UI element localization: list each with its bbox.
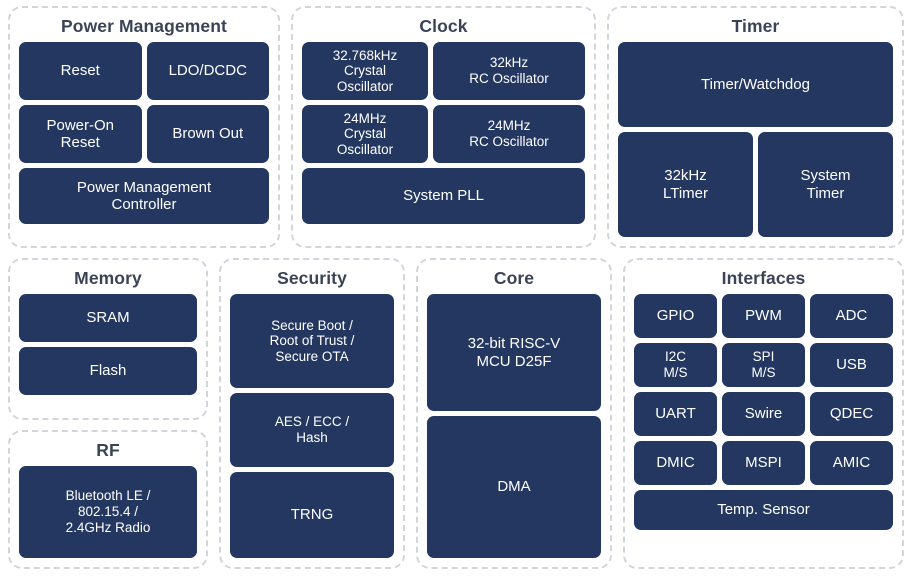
group-interfaces: Interfaces GPIO PWM ADC I2C M/S SPI M/S … (623, 258, 904, 569)
group-clock: Clock 32.768kHz Crystal Oscillator 32kHz… (291, 6, 596, 248)
block-amic[interactable]: AMIC (810, 441, 893, 486)
group-memory: Memory SRAM Flash (8, 258, 208, 420)
block-adc[interactable]: ADC (810, 294, 893, 339)
block-32khz-ltimer[interactable]: 32kHz LTimer (618, 132, 753, 237)
group-timer: Timer Timer/Watchdog 32kHz LTimer System… (607, 6, 904, 248)
block-ldo-dcdc[interactable]: LDO/DCDC (146, 42, 269, 101)
block-spi-ms[interactable]: SPI M/S (722, 343, 805, 388)
group-body-timer: Timer/Watchdog 32kHz LTimer System Timer (618, 42, 893, 237)
block-uart[interactable]: UART (634, 392, 717, 437)
group-body-power-management: Reset LDO/DCDC Power-On Reset Brown Out … (19, 42, 269, 237)
block-qdec[interactable]: QDEC (810, 392, 893, 437)
diagram-row-top: Power Management Reset LDO/DCDC Power-On… (8, 6, 904, 248)
group-title-clock: Clock (419, 16, 468, 36)
block-system-timer[interactable]: System Timer (758, 132, 893, 237)
group-title-timer: Timer (731, 16, 780, 36)
block-temp-sensor[interactable]: Temp. Sensor (634, 490, 893, 531)
group-core: Core 32-bit RISC-V MCU D25F DMA (416, 258, 612, 569)
block-32-bit-risc-v-mcu-d25f[interactable]: 32-bit RISC-V MCU D25F (427, 294, 601, 412)
block-trng[interactable]: TRNG (230, 472, 394, 558)
block-timer-watchdog[interactable]: Timer/Watchdog (618, 42, 893, 128)
block-sram[interactable]: SRAM (19, 294, 197, 343)
diagram-column-memory-rf: Memory SRAM Flash RF Bluetooth LE / 802.… (8, 258, 208, 569)
block-system-pll[interactable]: System PLL (302, 168, 585, 225)
group-body-clock: 32.768kHz Crystal Oscillator 32kHz RC Os… (302, 42, 585, 237)
group-body-core: 32-bit RISC-V MCU D25F DMA (427, 294, 601, 558)
block-gpio[interactable]: GPIO (634, 294, 717, 339)
group-title-memory: Memory (74, 268, 142, 288)
group-title-interfaces: Interfaces (721, 268, 806, 288)
block-24mhz-rc-oscillator[interactable]: 24MHz RC Oscillator (432, 105, 585, 164)
block-flash[interactable]: Flash (19, 347, 197, 396)
block-bluetooth-le-802154-24ghz-radio[interactable]: Bluetooth LE / 802.15.4 / 2.4GHz Radio (19, 466, 197, 558)
diagram-row-bottom: Memory SRAM Flash RF Bluetooth LE / 802.… (8, 258, 904, 569)
block-i2c-ms[interactable]: I2C M/S (634, 343, 717, 388)
block-brown-out[interactable]: Brown Out (146, 105, 269, 164)
block-dma[interactable]: DMA (427, 416, 601, 558)
block-dmic[interactable]: DMIC (634, 441, 717, 486)
block-32768khz-crystal-oscillator[interactable]: 32.768kHz Crystal Oscillator (302, 42, 428, 101)
group-body-memory: SRAM Flash (19, 294, 197, 409)
block-swire[interactable]: Swire (722, 392, 805, 437)
group-title-core: Core (493, 268, 535, 288)
block-24mhz-crystal-oscillator[interactable]: 24MHz Crystal Oscillator (302, 105, 428, 164)
group-body-interfaces: GPIO PWM ADC I2C M/S SPI M/S USB UART Sw… (634, 294, 893, 558)
block-power-management-controller[interactable]: Power Management Controller (19, 168, 269, 225)
block-aes-ecc-hash[interactable]: AES / ECC / Hash (230, 393, 394, 468)
group-power-management: Power Management Reset LDO/DCDC Power-On… (8, 6, 280, 248)
block-32khz-rc-oscillator[interactable]: 32kHz RC Oscillator (432, 42, 585, 101)
group-body-security: Secure Boot / Root of Trust / Secure OTA… (230, 294, 394, 558)
group-body-rf: Bluetooth LE / 802.15.4 / 2.4GHz Radio (19, 466, 197, 558)
block-usb[interactable]: USB (810, 343, 893, 388)
block-power-on-reset[interactable]: Power-On Reset (19, 105, 142, 164)
block-pwm[interactable]: PWM (722, 294, 805, 339)
group-title-security: Security (277, 268, 347, 288)
block-secure-boot-root-of-trust-secure-ota[interactable]: Secure Boot / Root of Trust / Secure OTA (230, 294, 394, 389)
block-mspi[interactable]: MSPI (722, 441, 805, 486)
group-security: Security Secure Boot / Root of Trust / S… (219, 258, 405, 569)
group-rf: RF Bluetooth LE / 802.15.4 / 2.4GHz Radi… (8, 430, 208, 569)
group-title-power-management: Power Management (61, 16, 227, 36)
group-title-rf: RF (96, 440, 120, 460)
block-reset[interactable]: Reset (19, 42, 142, 101)
